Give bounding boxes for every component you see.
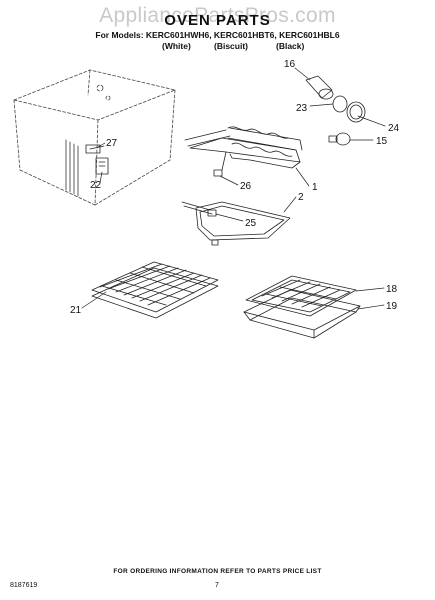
- label-24: 24: [388, 123, 400, 134]
- label-15: 15: [376, 136, 388, 147]
- oven-cavity-side-vents: [65, 139, 79, 197]
- page-number: 7: [215, 582, 219, 589]
- label-18: 18: [386, 284, 398, 295]
- label-16: 16: [284, 59, 296, 70]
- light-lens-cover: [346, 101, 366, 123]
- label-2: 2: [298, 192, 304, 203]
- door-switch-bracket: [85, 144, 105, 154]
- document-number: 8187619: [10, 582, 38, 589]
- label-19: 19: [386, 301, 398, 312]
- broil-element: [184, 126, 303, 171]
- bake-element: [181, 201, 291, 246]
- label-21: 21: [70, 305, 82, 316]
- leader-lines: [81, 67, 386, 310]
- watermark: AppliancePartsPros.com: [99, 4, 336, 27]
- broiler-pan-grid: [245, 275, 357, 317]
- color-biscuit: (Biscuit): [214, 41, 248, 51]
- label-1: 1: [312, 182, 318, 193]
- color-black: (Black): [276, 41, 305, 51]
- door-switch: [95, 157, 109, 175]
- oven-rack: [91, 261, 219, 319]
- oven-cavity-outline: [13, 69, 176, 206]
- oven-light-socket: [305, 75, 334, 100]
- label-22: 22: [90, 180, 102, 191]
- label-27: 27: [106, 138, 118, 149]
- label-25: 25: [245, 218, 257, 229]
- broil-element-terminals: [213, 169, 223, 177]
- light-bulb: [328, 132, 351, 146]
- broiler-pan: [243, 289, 361, 339]
- label-26: 26: [240, 181, 252, 192]
- page-title: OVEN PARTS: [164, 12, 271, 29]
- models-line: For Models: KERC601HWH6, KERC601HBT6, KE…: [95, 30, 340, 40]
- ordering-note: FOR ORDERING INFORMATION REFER TO PARTS …: [113, 568, 322, 575]
- color-white: (White): [162, 41, 191, 51]
- light-gasket: [332, 95, 348, 113]
- label-23: 23: [296, 103, 308, 114]
